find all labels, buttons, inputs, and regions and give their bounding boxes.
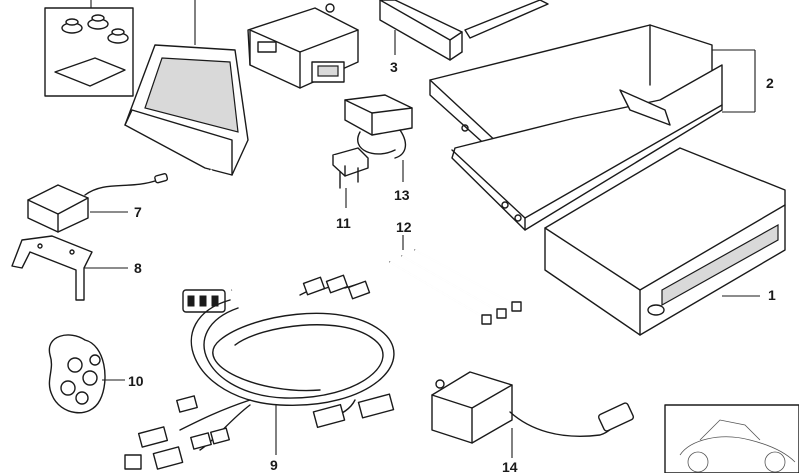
navigation-computer — [544, 147, 786, 336]
callout-13: 13 — [394, 187, 410, 203]
callout-9: 9 — [270, 457, 278, 473]
wiring-harness — [124, 274, 395, 470]
callout-11: 11 — [336, 215, 351, 231]
mounting-tray-set — [429, 24, 756, 231]
callout-2: 2 — [766, 75, 774, 91]
callout-10: 10 — [128, 373, 144, 389]
control-module — [247, 3, 359, 89]
callout-12: 12 — [396, 219, 412, 235]
gps-antenna — [27, 173, 169, 233]
fuse — [332, 147, 369, 208]
callout-14: 14 — [502, 459, 518, 473]
cable-tie-set — [389, 235, 522, 325]
mounting-pads-kit — [44, 0, 134, 97]
callout-1: 1 — [768, 287, 776, 303]
relay-unit — [344, 94, 413, 182]
antenna-bracket — [11, 235, 128, 301]
bracket-strip — [379, 0, 549, 61]
callout-3: 3 — [390, 59, 398, 75]
callout-8: 8 — [134, 260, 142, 276]
motorcycle-thumbnail — [664, 404, 799, 473]
callout-7: 7 — [134, 204, 142, 220]
cable-ties-bag — [48, 334, 125, 414]
adapter-module — [431, 371, 635, 458]
